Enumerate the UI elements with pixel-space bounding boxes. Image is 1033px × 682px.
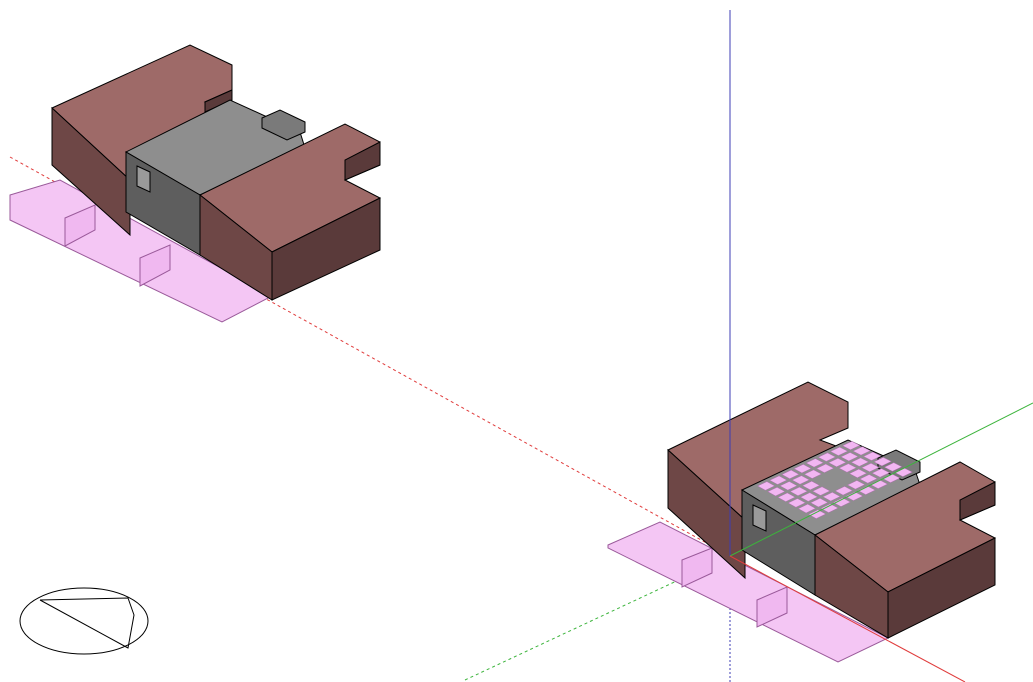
solar-panel bbox=[789, 486, 808, 497]
solar-panel bbox=[852, 446, 871, 456]
solar-panel bbox=[873, 457, 892, 467]
solar-panel bbox=[829, 446, 849, 456]
solar-panel bbox=[781, 469, 800, 479]
solar-panel bbox=[862, 451, 882, 461]
wing-right-side bbox=[887, 537, 996, 639]
solar-panel bbox=[828, 457, 847, 468]
solar-panel bbox=[787, 498, 806, 508]
solar-panel bbox=[799, 492, 819, 502]
ground-fin bbox=[681, 547, 713, 588]
model-copy-left[interactable] bbox=[9, 44, 382, 323]
solar-panel bbox=[791, 475, 810, 485]
wing-left-side bbox=[204, 65, 233, 113]
x-axis bbox=[729, 555, 966, 682]
solar-panel bbox=[820, 503, 839, 513]
solar-panel bbox=[844, 491, 864, 501]
solar-panel bbox=[846, 480, 866, 490]
solar-panel bbox=[805, 458, 824, 468]
solar-panel bbox=[840, 452, 859, 462]
solar-panel bbox=[834, 486, 853, 496]
solar-panel bbox=[807, 509, 827, 519]
model-copy-right[interactable] bbox=[607, 381, 997, 663]
solar-panel bbox=[838, 463, 857, 473]
solar-panel bbox=[810, 497, 829, 508]
solar-panel bbox=[859, 474, 878, 484]
solar-panel bbox=[861, 462, 880, 473]
solar-panel bbox=[850, 457, 870, 467]
solar-panel bbox=[801, 480, 821, 491]
solar-panel bbox=[797, 503, 817, 514]
ground-plane bbox=[607, 521, 890, 663]
solar-panel bbox=[793, 464, 812, 474]
y-axis-dashed bbox=[464, 555, 731, 681]
view-orientation-icon[interactable] bbox=[19, 587, 149, 655]
wing-left-front bbox=[667, 448, 746, 580]
solar-panel bbox=[757, 481, 776, 491]
solar-panel bbox=[832, 497, 851, 507]
y-axis bbox=[729, 402, 1033, 557]
wing-right-notch bbox=[959, 481, 996, 521]
solar-panel bbox=[871, 468, 890, 478]
solar-panel bbox=[812, 486, 831, 496]
wing-left-front bbox=[51, 106, 131, 237]
solar-panel bbox=[803, 469, 823, 479]
solar-panel bbox=[883, 462, 903, 472]
ground-fin bbox=[756, 586, 788, 628]
solar-panel bbox=[779, 481, 798, 491]
solar-panel bbox=[857, 485, 876, 495]
wing-right-notch bbox=[344, 141, 381, 181]
x-axis-dashed bbox=[9, 156, 731, 557]
core-window bbox=[136, 165, 151, 193]
solar-panel bbox=[842, 441, 861, 451]
solar-panel bbox=[817, 452, 837, 462]
ground-fin bbox=[139, 244, 171, 287]
core-vent bbox=[261, 109, 306, 141]
solar-panel bbox=[822, 492, 841, 502]
roof-solar-panels bbox=[757, 441, 913, 519]
axes-solid bbox=[729, 10, 1033, 682]
solar-panel bbox=[815, 463, 835, 473]
core-window bbox=[752, 504, 767, 532]
solar-panel bbox=[869, 479, 889, 489]
solar-panel bbox=[769, 475, 788, 485]
solar-panel bbox=[777, 492, 796, 502]
ground-fin bbox=[64, 204, 96, 247]
solar-panel bbox=[767, 486, 786, 497]
solar-panel bbox=[848, 468, 868, 478]
wing-right-side bbox=[271, 197, 381, 301]
